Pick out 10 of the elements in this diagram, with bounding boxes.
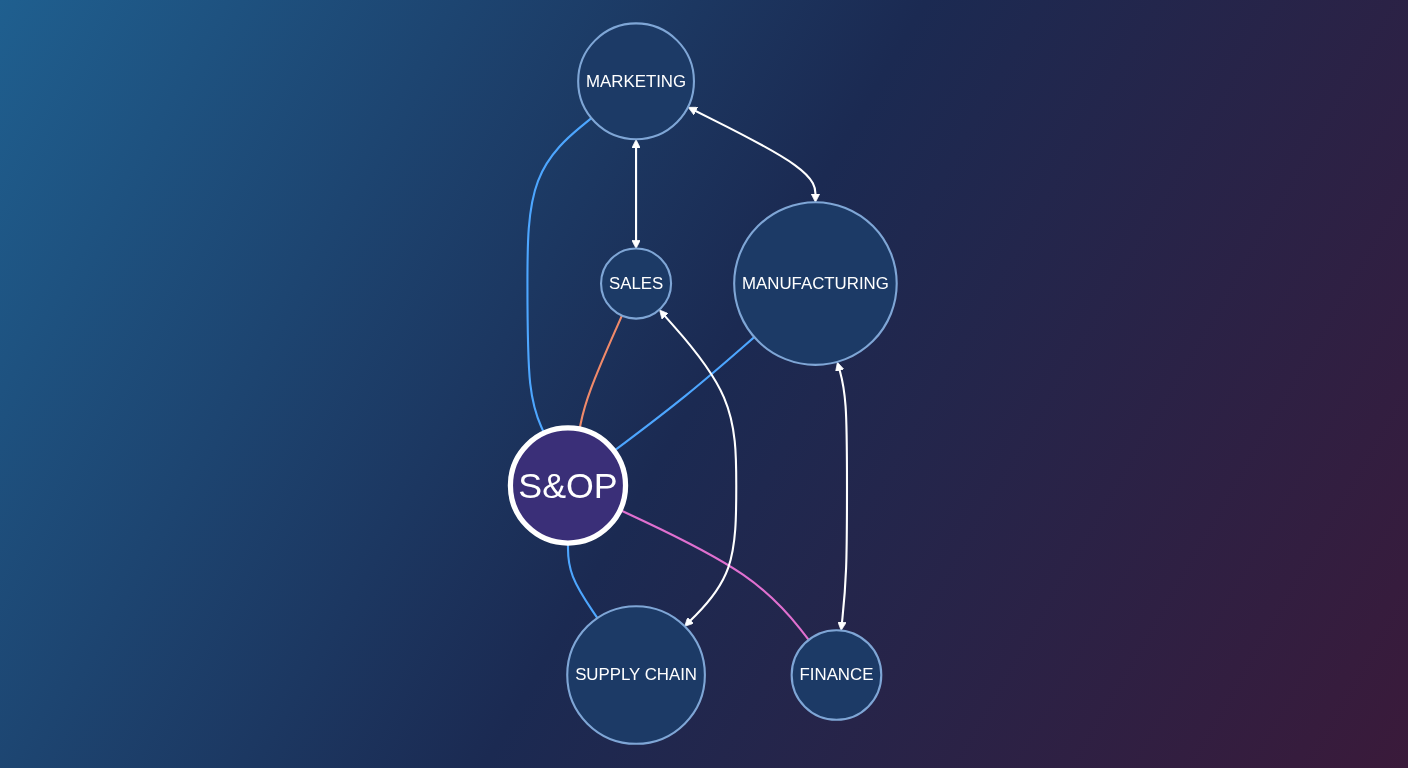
node-circle: S&OP [508, 425, 629, 547]
node-circle: SUPPLY CHAIN [566, 605, 707, 746]
node-circle: MARKETING [577, 22, 696, 141]
connector [578, 315, 624, 430]
node-circle: MANUFACTURING [733, 201, 899, 367]
arrow [631, 139, 642, 250]
node-circle: SALES [600, 247, 673, 321]
arrow [659, 310, 738, 628]
node-circle: FINANCE [791, 629, 883, 722]
connector [526, 117, 593, 434]
